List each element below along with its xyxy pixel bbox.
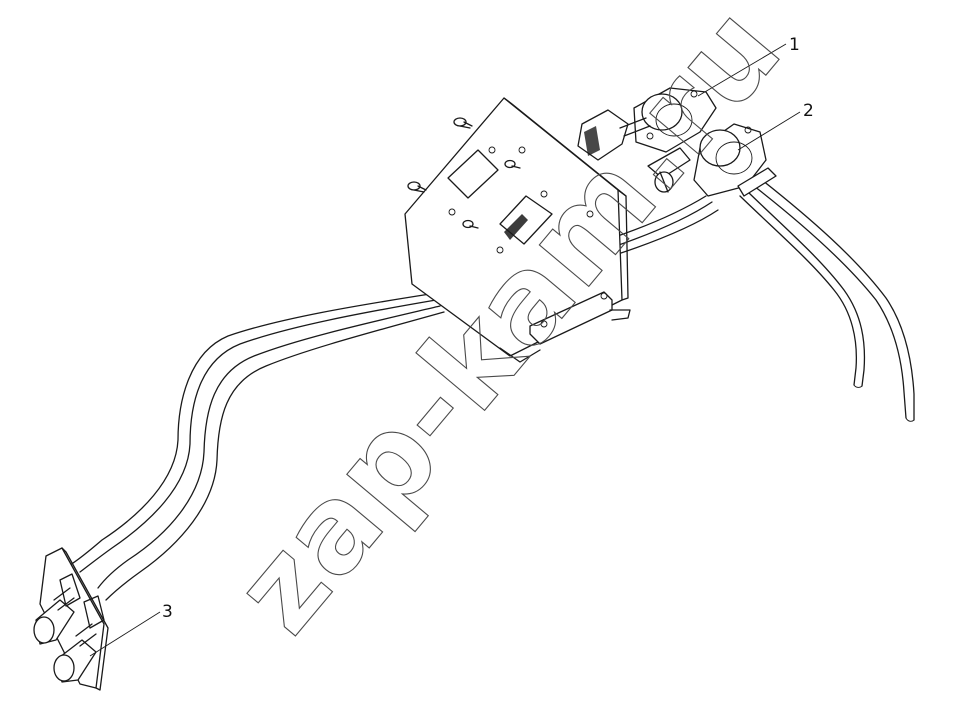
callout-label: 3 [162,602,173,622]
watermark: zap-kam.ru [208,0,809,658]
hose-bundle [69,179,915,601]
bolt [453,117,473,129]
valve-connector-2 [693,123,777,197]
bolt [462,219,479,229]
callout-3: 3 [89,602,173,657]
valve-connector-1 [633,87,717,153]
connector-block-3 [33,547,109,691]
callout-2: 2 [737,101,814,151]
sensor-plug [577,109,651,161]
mounting-bracket [404,97,631,363]
bolt [504,159,521,169]
callout-label: 1 [789,35,800,55]
callout-1: 1 [697,35,800,97]
elbow-fitting [647,147,691,193]
coupler [33,573,81,645]
callout-label: 2 [803,101,814,121]
bolts [407,117,521,229]
bolt [407,181,427,193]
coupler [53,595,105,683]
